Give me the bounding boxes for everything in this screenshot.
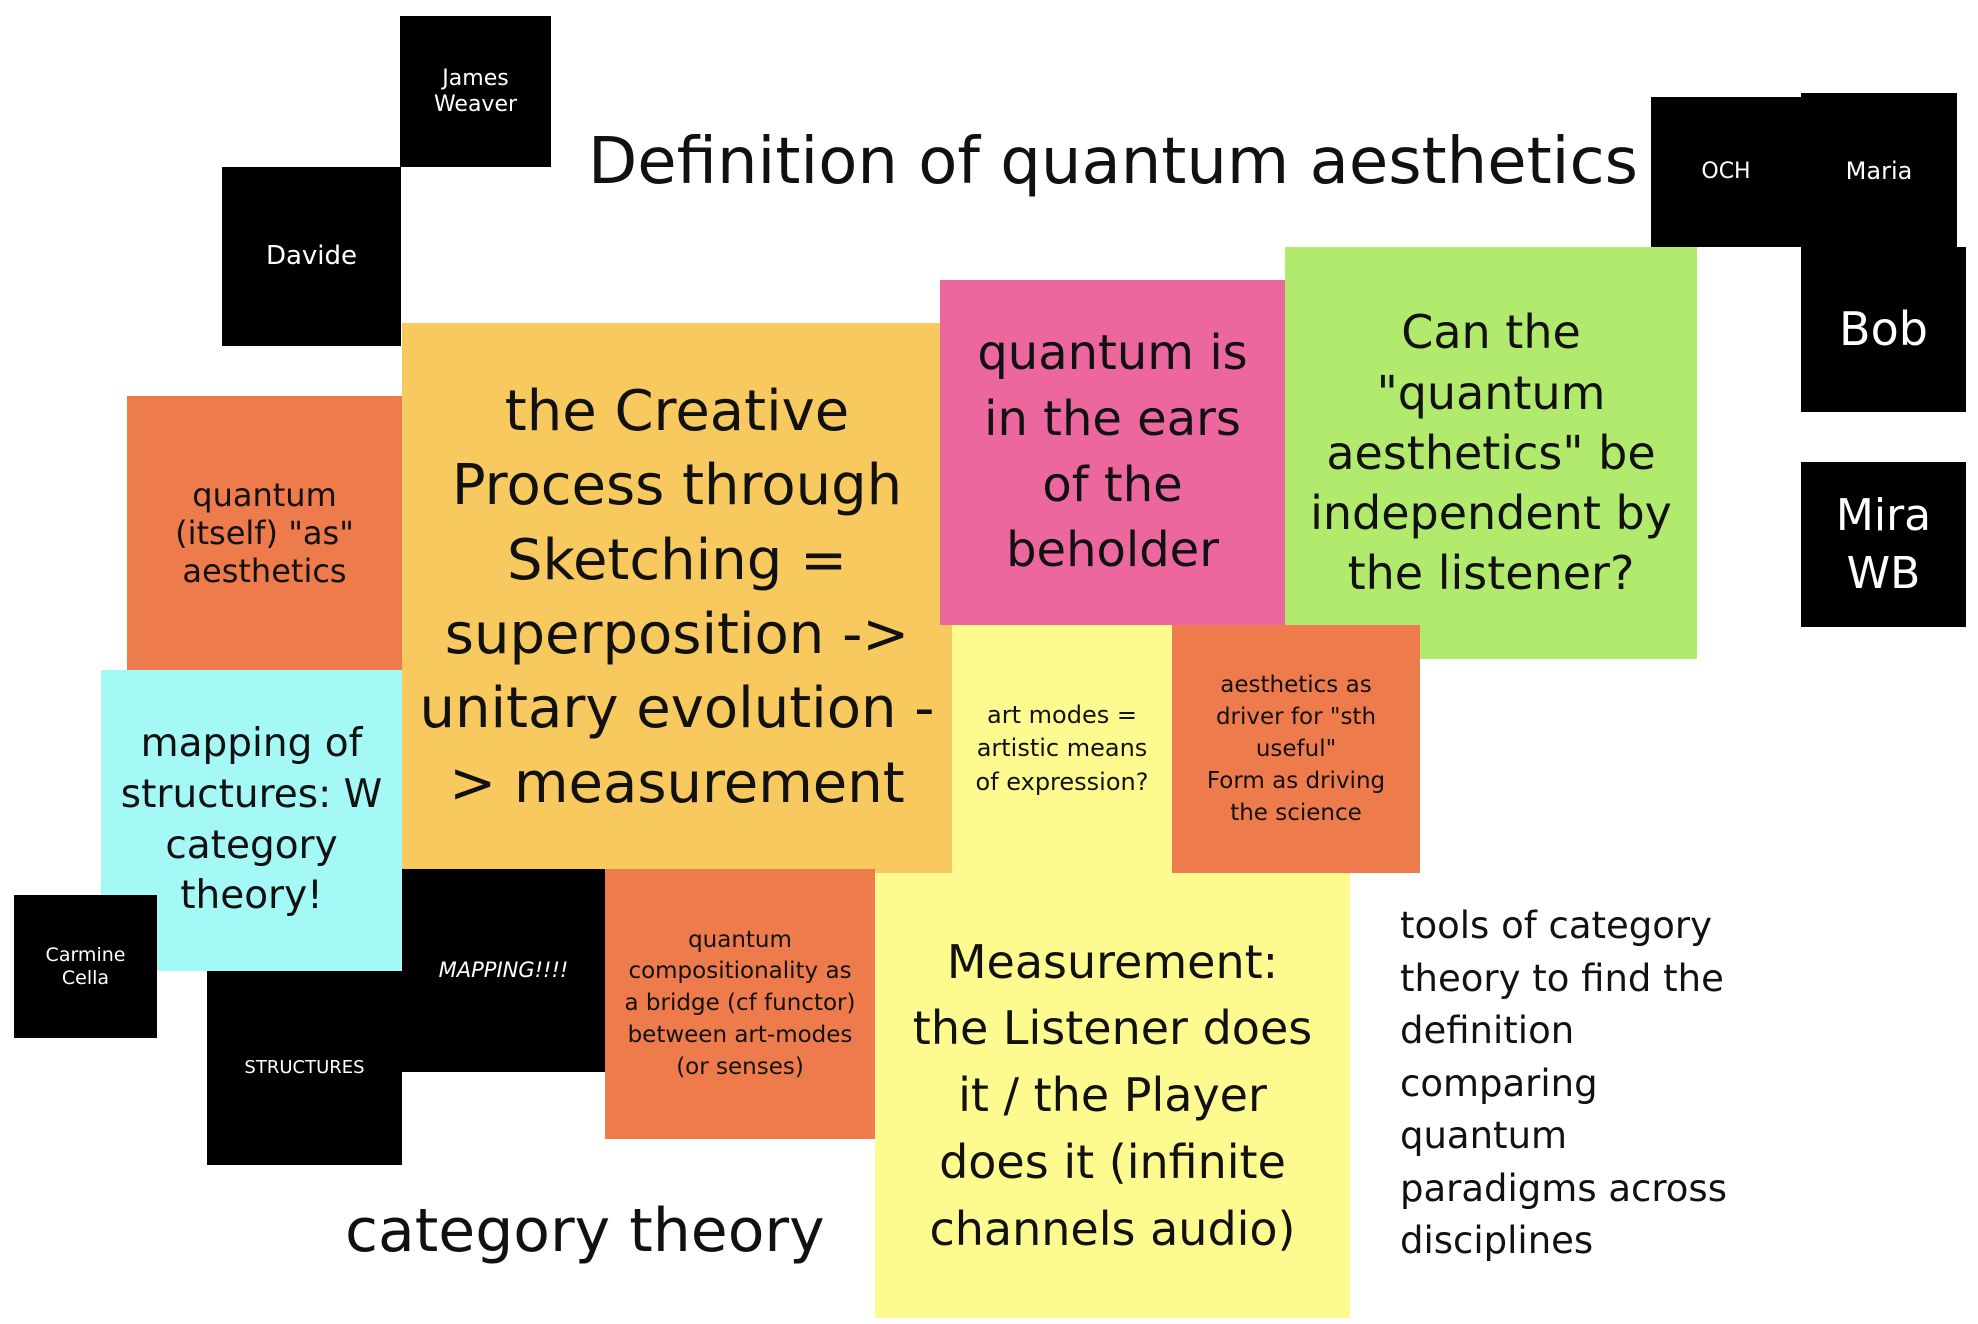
tag-james-weaver[interactable]: James Weaver <box>400 16 551 167</box>
note-art-modes[interactable]: art modes = artistic means of expression… <box>952 625 1172 873</box>
note-quantum-itself[interactable]: quantum (itself) "as" aesthetics <box>127 396 402 672</box>
note-text: quantum (itself) "as" aesthetics <box>175 476 354 590</box>
tag-label: STRUCTURES <box>244 1057 365 1079</box>
tag-label: Mira WB <box>1835 490 1932 599</box>
note-compositionality[interactable]: quantum compositionality as a bridge (cf… <box>605 869 875 1139</box>
note-independent-listener[interactable]: Can the "quantum aesthetics" be independ… <box>1285 247 1697 659</box>
tag-mira-wb[interactable]: Mira WB <box>1801 462 1966 627</box>
tag-structures[interactable]: STRUCTURES <box>207 971 402 1165</box>
note-text: quantum compositionality as a bridge (cf… <box>624 926 856 1080</box>
tag-carmine-cella[interactable]: Carmine Cella <box>14 895 157 1038</box>
note-measurement[interactable]: Measurement: the Listener does it / the … <box>875 873 1350 1318</box>
tag-label: Maria <box>1845 156 1913 185</box>
note-text: the Creative Process through Sketching =… <box>419 378 935 816</box>
note-text: quantum is in the ears of the beholder <box>977 325 1248 579</box>
note-ears-of-beholder[interactable]: quantum is in the ears of the beholder <box>940 280 1285 625</box>
tag-mapping[interactable]: MAPPING!!!! <box>402 869 605 1072</box>
note-aesthetics-driver[interactable]: aesthetics as driver for "sth useful" Fo… <box>1172 625 1420 873</box>
note-text: art modes = artistic means of expression… <box>975 700 1149 796</box>
tag-maria[interactable]: Maria <box>1801 93 1957 249</box>
tag-label: Davide <box>265 241 358 272</box>
subtitle-text: category theory <box>345 1196 825 1266</box>
tag-label: MAPPING!!!! <box>438 958 569 983</box>
note-text: mapping of structures: W category theory… <box>120 721 383 919</box>
note-creative-process[interactable]: the Creative Process through Sketching =… <box>402 323 952 873</box>
tag-label: James Weaver <box>433 65 518 117</box>
tag-label: Bob <box>1839 302 1928 357</box>
tag-davide[interactable]: Davide <box>222 167 401 346</box>
tag-och[interactable]: OCH <box>1651 97 1801 247</box>
note-text: aesthetics as driver for "sth useful" Fo… <box>1206 671 1386 827</box>
board-title[interactable]: Definition of quantum aesthetics <box>588 124 1658 214</box>
tag-label: Carmine Cella <box>45 944 126 989</box>
tag-bob[interactable]: Bob <box>1801 247 1966 412</box>
note-text: Can the "quantum aesthetics" be independ… <box>1310 305 1672 601</box>
subtitle-category-theory[interactable]: category theory <box>345 1195 885 1285</box>
note-text: Measurement: the Listener does it / the … <box>912 934 1313 1256</box>
tag-label: OCH <box>1701 159 1751 185</box>
board-title-text: Definition of quantum aesthetics <box>588 125 1638 199</box>
side-text: tools of category theory to find the def… <box>1400 904 1727 1263</box>
side-text-category-tools[interactable]: tools of category theory to find the def… <box>1400 900 1900 1270</box>
